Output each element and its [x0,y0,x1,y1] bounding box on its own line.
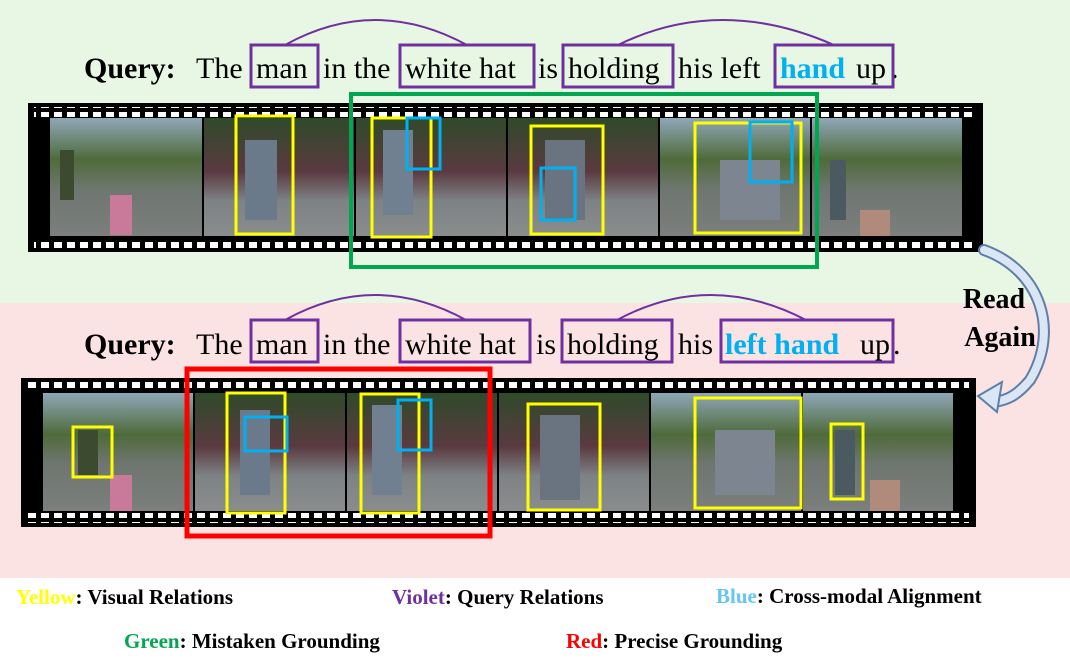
video-frame [43,393,193,511]
query-word: . [893,328,901,361]
alignment-box [243,415,289,453]
video-frame [812,118,962,236]
read-again-arrow: Read Again [963,244,1050,414]
query-label: Query: [84,328,176,361]
query-word: is [536,328,556,361]
visual-box [370,116,433,239]
legend-violet: Violet: Query Relations [392,585,604,609]
query-word-hand: hand [780,52,845,85]
video-frame [651,393,801,511]
query-word: is [538,52,558,85]
query-word-white-hat: white hat [405,52,516,85]
relation-arc [617,19,835,46]
visual-box [225,391,287,515]
visual-box [829,422,865,501]
query-word: in the [323,52,391,85]
precise-grounding-box [184,366,493,539]
relation-arc [284,19,468,46]
mistaken-grounding-box [349,92,819,269]
query-word: The [196,328,243,361]
query-word: up [856,52,886,85]
query-word: in the [323,328,391,361]
bottom-query: Query: The man in the white hat is holdi… [84,294,901,364]
query-word-left-hand: left hand [725,328,840,361]
alignment-box [405,116,442,171]
alignment-box [539,166,577,222]
video-frame [347,393,497,511]
query-word-man: man [256,328,308,361]
query-box-man [249,318,320,364]
legend-green: Green: Mistaken Grounding [124,629,380,653]
query-word: his left [678,52,761,85]
query-word-man: man [256,52,308,85]
video-frame [508,118,658,236]
read-again-label-line1: Read [963,284,1026,315]
legend-area [0,578,1070,672]
relation-arc [284,294,467,321]
svg-text:Query: The man: Query: The man in the white hat is holdi… [84,52,899,85]
visual-box [359,392,421,515]
query-label: Query: [84,52,176,85]
query-word-holding: holding [568,52,660,85]
legend: Yellow: Visual Relations Violet: Query R… [16,584,982,653]
visual-box [693,396,803,510]
visual-box [526,402,602,512]
video-frame [499,393,649,511]
legend-blue: Blue: Cross-modal Alignment [716,584,982,608]
query-word-white-hat: white hat [405,328,516,361]
arrowhead-icon [976,380,1004,414]
video-frame [50,118,202,236]
video-frame [803,393,953,511]
query-word-holding: holding [567,328,659,361]
bottom-film-strip [21,366,976,539]
relation-arc [616,294,807,321]
video-frame [204,118,354,236]
top-film-strip [28,92,983,269]
legend-red: Red: Precise Grounding [566,629,783,653]
alignment-box [396,398,433,452]
query-word: . [891,52,899,85]
read-again-label-line2: Again [964,322,1036,353]
svg-text:Query: The man: Query: The man in the white hat is holdi… [84,328,901,361]
legend-yellow: Yellow: Visual Relations [16,585,233,609]
visual-box [71,425,114,479]
video-frame [660,118,810,236]
visual-box [529,124,605,236]
query-word: up [860,328,890,361]
query-box-man [249,43,320,89]
alignment-box [748,120,794,184]
query-word: The [196,52,243,85]
query-box-left-hand [719,318,895,364]
visual-box [234,114,295,236]
visual-box [693,121,803,235]
query-word: his [678,328,713,361]
top-query: Query: The man in the white hat is holdi… [84,19,899,89]
